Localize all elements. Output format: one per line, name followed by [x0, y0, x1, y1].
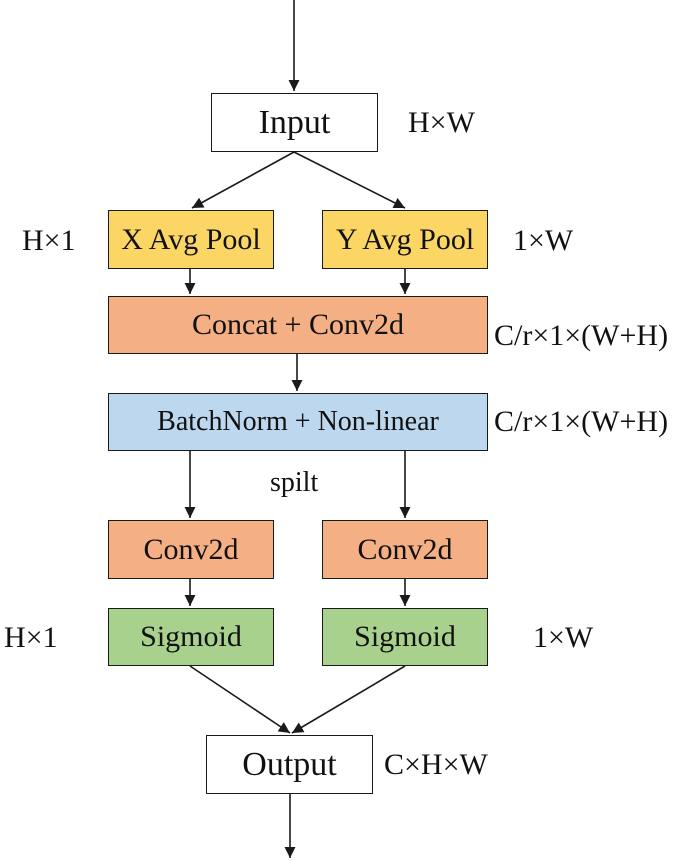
arrow-sigmoid-left-to-output	[189, 665, 291, 734]
output-node: Output	[206, 735, 373, 794]
concat-conv2d-node: Concat + Conv2d	[108, 296, 488, 354]
arrow-sigmoid-right-to-output	[291, 665, 406, 734]
sigmoid-left-node: Sigmoid	[108, 608, 274, 666]
sigmoid-right-dim-label: 1×W	[533, 621, 594, 654]
concat-dim-label: C/r×1×(W+H)	[494, 319, 669, 352]
y-pool-dim-label: 1×W	[513, 224, 574, 257]
output-dim-label: C×H×W	[384, 748, 488, 781]
x-pool-dim-label: H×1	[22, 224, 76, 257]
arrow-input-to-y-pool	[293, 151, 406, 209]
conv2d-right-node: Conv2d	[322, 520, 488, 579]
split-label: spilt	[270, 467, 319, 498]
input-dim-label: H×W	[408, 106, 475, 139]
input-node: Input	[211, 93, 378, 152]
y-avg-pool-node: Y Avg Pool	[322, 210, 488, 269]
arrow-input-to-x-pool	[191, 151, 295, 209]
x-avg-pool-node: X Avg Pool	[108, 210, 274, 269]
batchnorm-dim-label: C/r×1×(W+H)	[494, 405, 669, 438]
batchnorm-nonlinear-node: BatchNorm + Non-linear	[108, 393, 488, 451]
sigmoid-left-dim-label: H×1	[4, 621, 58, 654]
sigmoid-right-node: Sigmoid	[322, 608, 488, 666]
conv2d-left-node: Conv2d	[108, 520, 274, 579]
